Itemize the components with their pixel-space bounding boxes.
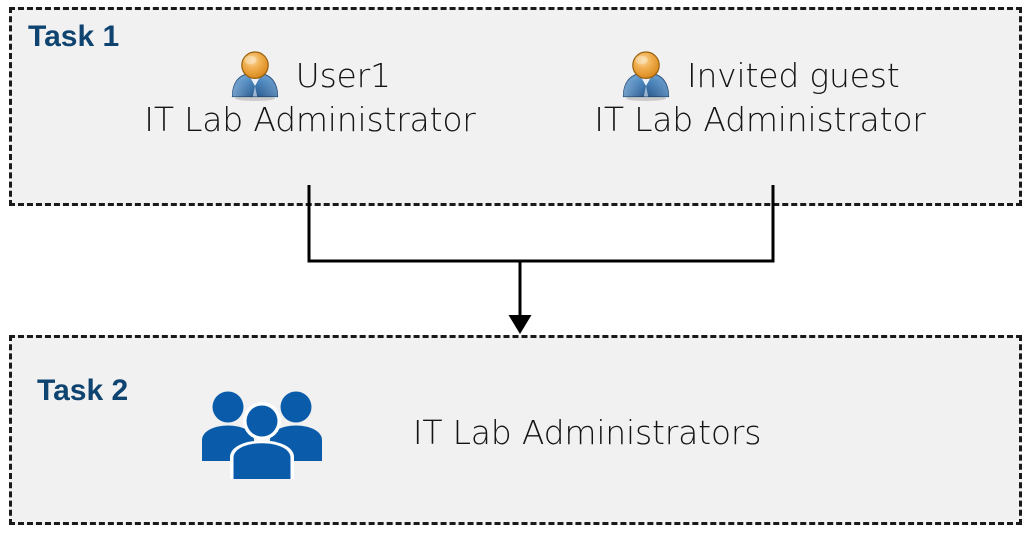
task-2-container: [9, 335, 1022, 525]
users-group-icon: [200, 387, 324, 479]
member-name-row: Invited guest: [560, 50, 960, 101]
member-role: IT Lab Administrator: [144, 100, 476, 139]
task-2-group: IT Lab Administrators: [200, 378, 820, 488]
group-name: IT Lab Administrators: [412, 413, 762, 452]
task-2-label: Task 2: [37, 374, 129, 407]
task-1-container: [9, 7, 1022, 206]
member-name: Invited guest: [686, 56, 900, 95]
user-icon: [620, 50, 672, 102]
task-1-label: Task 1: [28, 20, 120, 53]
member-name-row: User1: [130, 50, 490, 101]
task-1-member-user1: User1 IT Lab Administrator: [130, 50, 490, 142]
task-1-member-invited-guest: Invited guest IT Lab Administrator: [560, 50, 960, 142]
user-icon: [229, 50, 281, 102]
member-name: User1: [295, 56, 391, 95]
member-role: IT Lab Administrator: [594, 100, 926, 139]
